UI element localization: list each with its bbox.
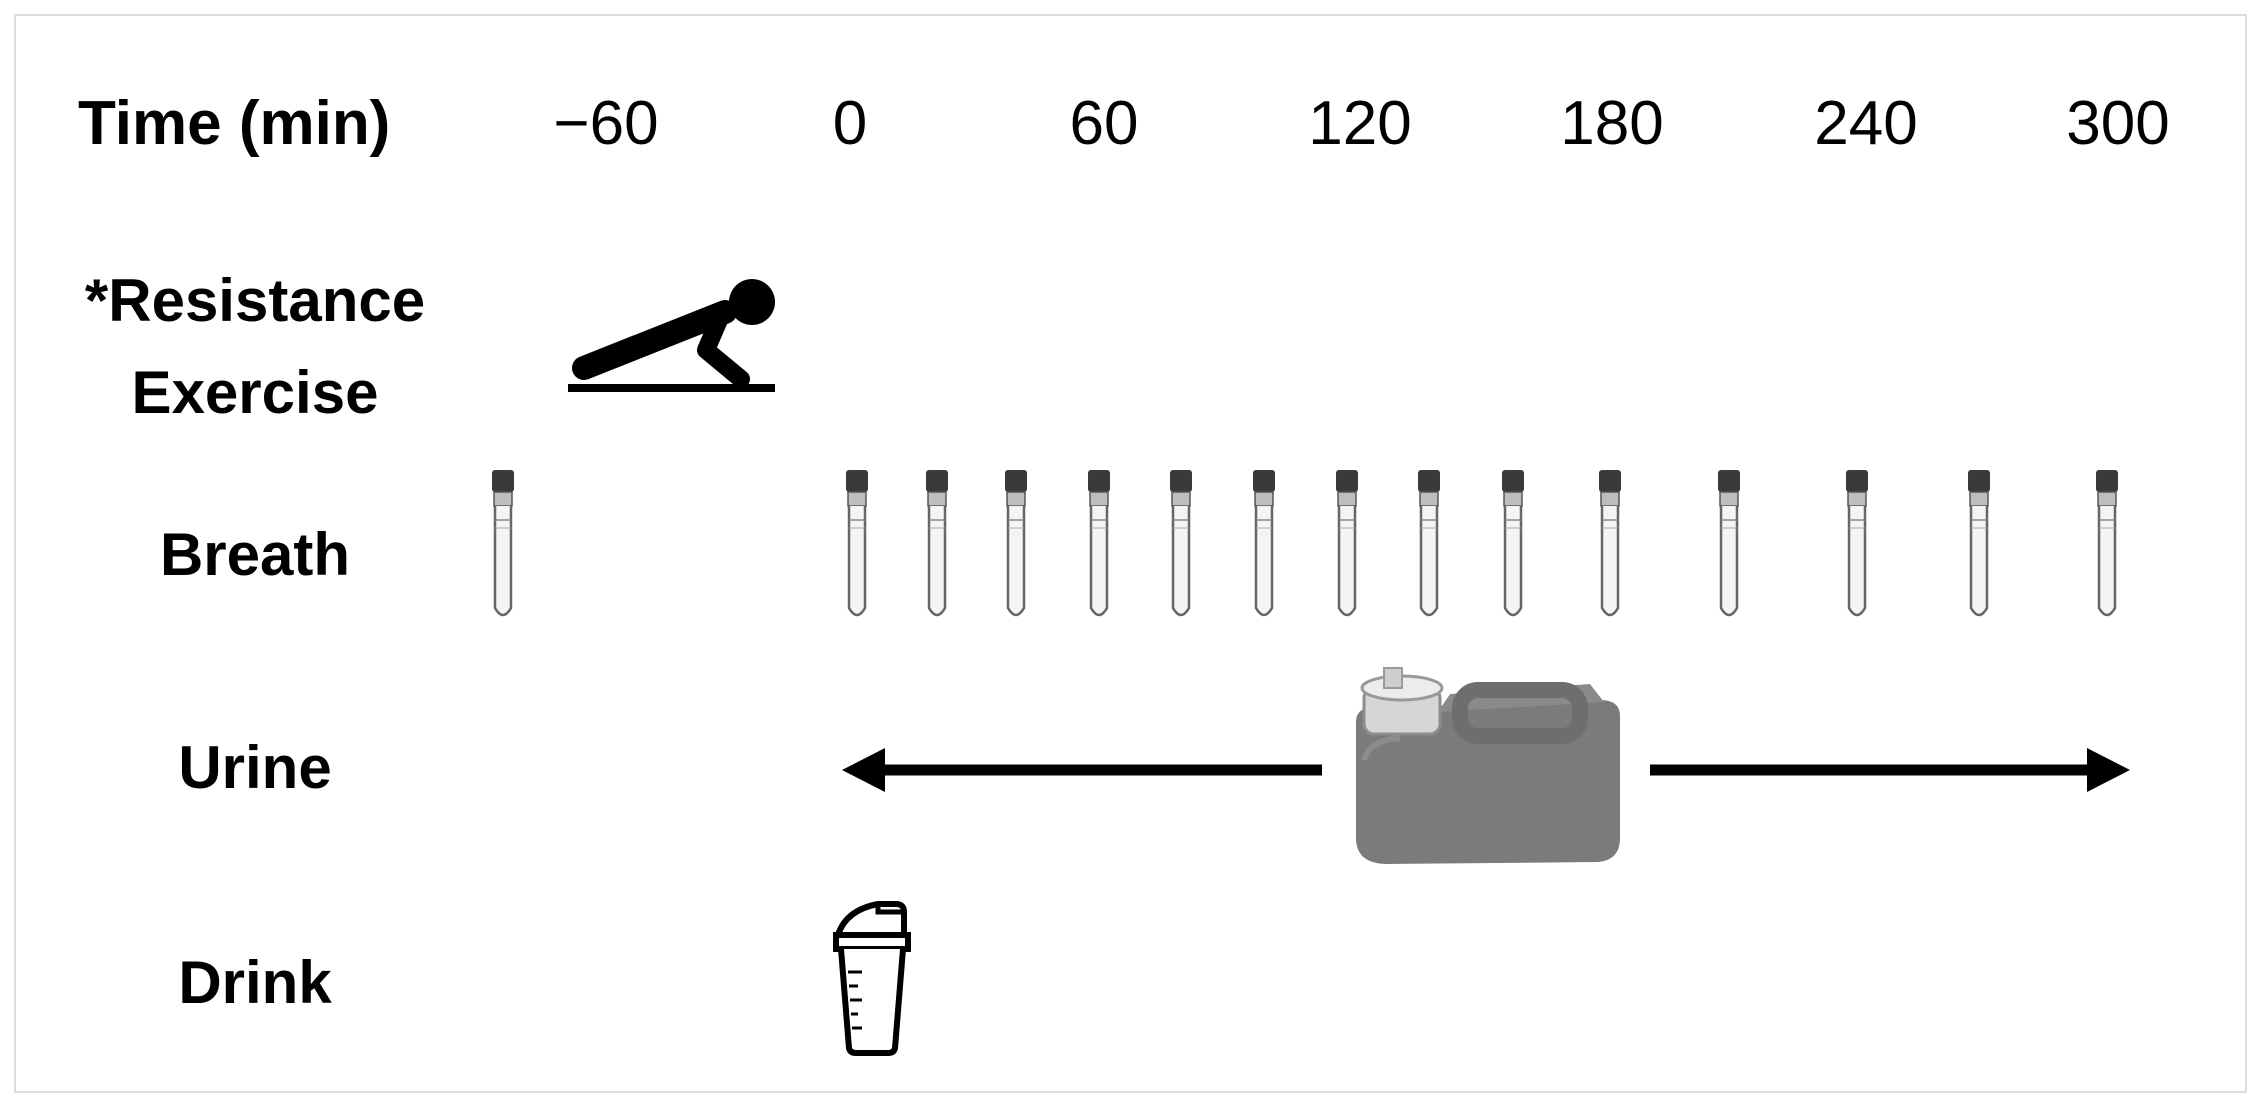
push-up-figure-icon — [568, 279, 775, 392]
shaker-bottle-icon — [833, 901, 911, 1056]
row-label-urine: Urine — [178, 734, 332, 801]
breath-sample-tube-icon — [1168, 468, 1194, 617]
row-label-exercise-line1: *Resistance — [84, 267, 426, 334]
row-label-drink: Drink — [178, 949, 332, 1016]
breath-sample-tube-icon — [1334, 468, 1360, 617]
figure-frame — [14, 14, 2247, 1093]
urine-collection-container-icon — [1356, 667, 1620, 864]
breath-samples — [490, 468, 2120, 617]
tick-0: 0 — [832, 89, 868, 158]
breath-sample-tube-icon — [1716, 468, 1742, 617]
tick-60: 60 — [1069, 89, 1139, 158]
tick-180: 180 — [1560, 89, 1664, 158]
row-label-exercise: *Resistance Exercise — [40, 255, 470, 439]
breath-sample-tube-icon — [1416, 468, 1442, 617]
breath-sample-tube-icon — [490, 468, 516, 617]
urine-collection-arrow-left — [842, 748, 1322, 792]
tick-240: 240 — [1814, 89, 1918, 158]
tick-300: 300 — [2066, 89, 2170, 158]
row-label-breath: Breath — [159, 521, 351, 588]
tick-120: 120 — [1308, 89, 1412, 158]
breath-sample-tube-icon — [1597, 468, 1623, 617]
breath-sample-tube-icon — [1251, 468, 1277, 617]
breath-sample-tube-icon — [1500, 468, 1526, 617]
urine-collection-arrow-right — [1650, 748, 2130, 792]
breath-sample-tube-icon — [1966, 468, 1992, 617]
breath-sample-tube-icon — [1003, 468, 1029, 617]
breath-sample-tube-icon — [1086, 468, 1112, 617]
breath-sample-tube-icon — [2094, 468, 2120, 617]
tick-minus-60: −60 — [553, 89, 659, 158]
breath-sample-tube-icon — [844, 468, 870, 617]
breath-sample-tube-icon — [1844, 468, 1870, 617]
breath-sample-tube-icon — [924, 468, 950, 617]
time-axis-label: Time (min) — [78, 89, 391, 158]
row-label-exercise-line2: Exercise — [131, 359, 379, 426]
